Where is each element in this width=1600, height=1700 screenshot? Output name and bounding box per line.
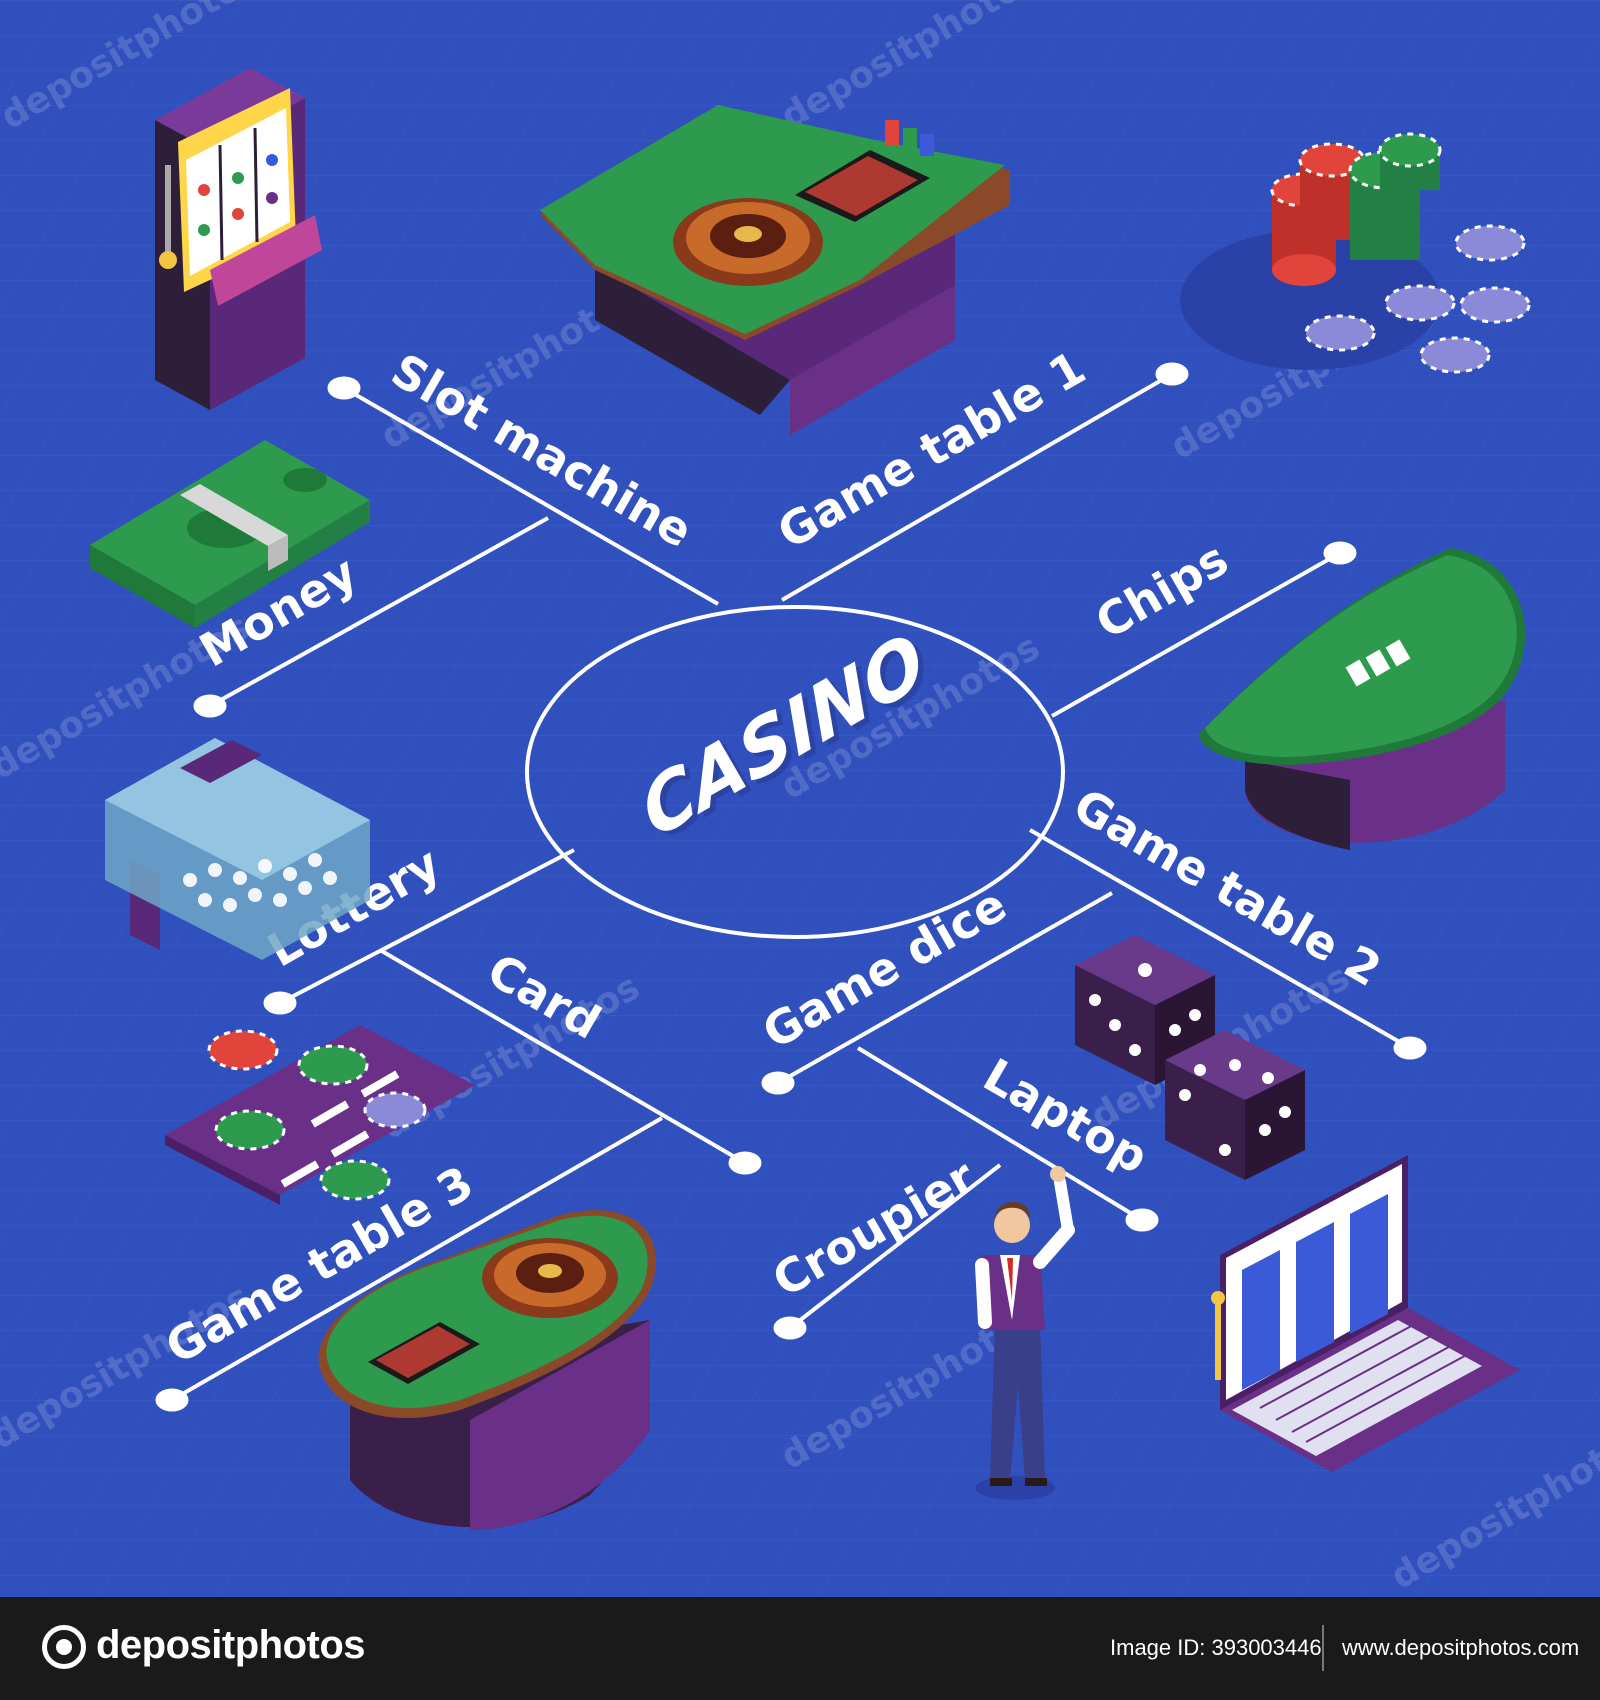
- infographic-canvas: depositphotos depositphotos depositphoto…: [0, 0, 1600, 1597]
- footer-bar: depositphotos Image ID: 393003446 www.de…: [0, 1597, 1600, 1700]
- footer-image-id: Image ID: 393003446: [1110, 1635, 1322, 1660]
- slot-machine-icon: [155, 68, 322, 410]
- game-table-2-icon: [1198, 548, 1526, 850]
- chips-pile-icon: [1180, 132, 1531, 374]
- depositphotos-logo-icon: [42, 1625, 86, 1669]
- laptop-icon: [1211, 1155, 1520, 1472]
- footer-divider: [1322, 1625, 1324, 1671]
- footer-url[interactable]: www.depositphotos.com: [1342, 1635, 1580, 1660]
- connector-lines: [171, 372, 1411, 1402]
- lottery-icon: [105, 738, 370, 960]
- dice-icon: [1075, 935, 1305, 1180]
- money-icon: [90, 440, 370, 628]
- card-table-icon: [165, 1025, 475, 1205]
- game-table-1-icon: [540, 105, 1010, 435]
- footer-brand: depositphotos: [96, 1623, 366, 1667]
- croupier-icon: [975, 1166, 1075, 1500]
- game-table-3-icon: [318, 1210, 656, 1530]
- center-ellipse: [525, 605, 1065, 939]
- connector-nodes: [155, 362, 1427, 1412]
